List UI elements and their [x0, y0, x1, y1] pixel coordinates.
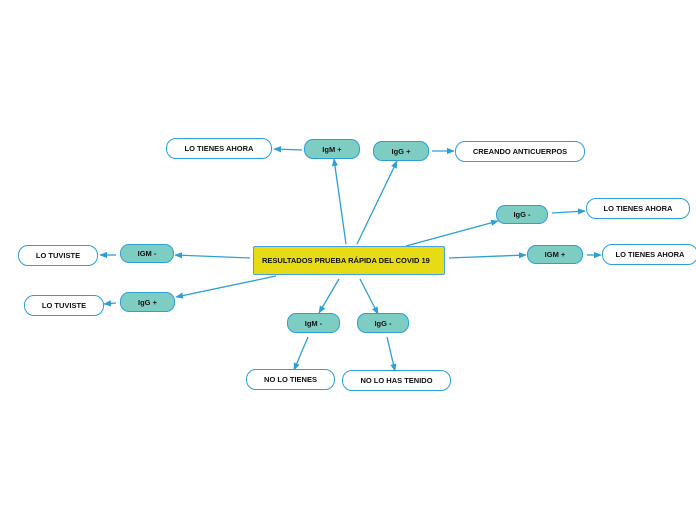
leaf-top-left[interactable]: LO TIENES AHORA	[166, 138, 272, 159]
connector-igm-plus-top-leaf	[273, 146, 303, 153]
connector-igg-plus-left-leaf	[103, 300, 117, 307]
leaf-label: NO LO TIENES	[264, 375, 317, 384]
leaf-bottom-left[interactable]: NO LO TIENES	[246, 369, 335, 390]
leaf-bottom-right[interactable]: NO LO HAS TENIDO	[342, 370, 451, 391]
leaf-right-lower[interactable]: LO TIENES AHORA	[602, 244, 696, 265]
leaf-label: CREANDO ANTICUERPOS	[472, 147, 568, 156]
subtopic-label: IgG -	[513, 210, 531, 219]
subtopic-igg-plus-left[interactable]: IgG +	[120, 292, 175, 312]
leaf-left-lower[interactable]: LO TUVISTE	[24, 295, 104, 316]
central-topic-label: RESULTADOS PRUEBA RÁPIDA DEL COVID 19	[262, 255, 430, 265]
subtopic-label: IgG +	[138, 297, 157, 307]
subtopic-igg-plus-top[interactable]: IgG +	[373, 141, 429, 161]
subtopic-igg-minus-right[interactable]: IgG -	[496, 205, 548, 224]
subtopic-label: IgG +	[391, 146, 411, 156]
subtopic-igm-plus-top[interactable]: IgM +	[304, 139, 360, 159]
leaf-label: LO TIENES AHORA	[184, 144, 254, 153]
central-topic[interactable]: RESULTADOS PRUEBA RÁPIDA DEL COVID 19	[253, 246, 445, 275]
subtopic-label: IgG -	[374, 318, 392, 328]
connector-igm-minus-bottom-leaf	[293, 336, 309, 371]
subtopic-label: IgM +	[322, 144, 342, 154]
subtopic-igm-minus-bottom[interactable]: IgM -	[287, 313, 340, 333]
connector-central-igm-minus-left	[174, 252, 251, 259]
connector-central-igg-plus-top	[356, 160, 398, 245]
subtopic-igm-minus-left[interactable]: IGM -	[120, 244, 174, 263]
subtopic-igm-plus-right[interactable]: IGM +	[527, 245, 583, 264]
leaf-left-upper[interactable]: LO TUVISTE	[18, 245, 98, 266]
leaf-label: LO TUVISTE	[41, 301, 87, 310]
connector-igg-minus-right-leaf	[551, 208, 586, 215]
connector-central-igm-minus-bottom	[318, 278, 340, 314]
subtopic-label: IGM +	[544, 250, 566, 259]
connector-central-igg-minus-bottom	[359, 278, 379, 315]
leaf-label: LO TIENES AHORA	[615, 250, 685, 259]
connector-central-igg-plus-left	[175, 275, 277, 299]
subtopic-label: IGM -	[137, 249, 157, 258]
subtopic-label: IgM -	[304, 318, 323, 328]
leaf-label: NO LO HAS TENIDO	[360, 376, 433, 385]
connector-igg-minus-bottom-leaf	[386, 336, 397, 372]
connector-central-igm-plus-top	[331, 158, 347, 245]
connector-central-igg-minus-right	[405, 219, 499, 247]
leaf-right-upper[interactable]: LO TIENES AHORA	[586, 198, 690, 219]
subtopic-igg-minus-bottom[interactable]: IgG -	[357, 313, 409, 333]
leaf-top-right[interactable]: CREANDO ANTICUERPOS	[455, 141, 585, 162]
connector-central-igm-plus-right	[448, 252, 527, 259]
leaf-label: LO TUVISTE	[35, 251, 81, 260]
leaf-label: LO TIENES AHORA	[603, 204, 673, 213]
